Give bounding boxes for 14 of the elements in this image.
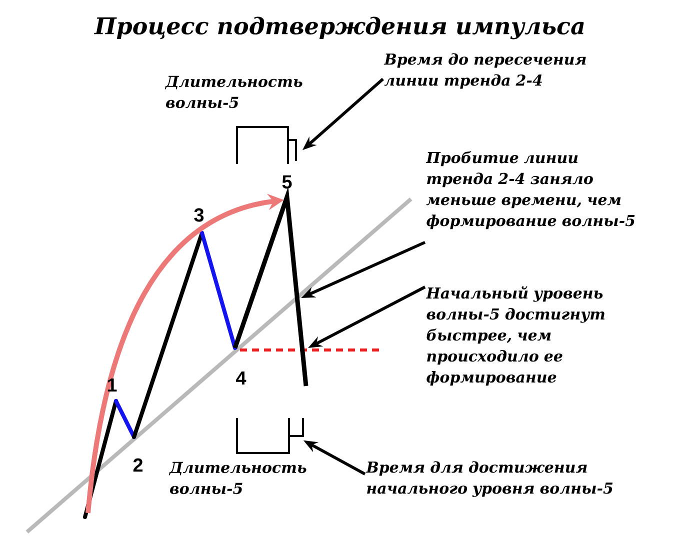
wave-number: 2 bbox=[133, 458, 143, 472]
callout-text: Пробитие линии тренда 2-4 заняло меньше времени, чем формирование волны-5 bbox=[426, 151, 635, 230]
time-bracket bbox=[288, 139, 297, 161]
wave-number: 1 bbox=[108, 378, 117, 392]
wave-number: 5 bbox=[282, 175, 292, 189]
time-bracket bbox=[289, 418, 304, 437]
duration-label: Длительность волны-5 bbox=[168, 462, 306, 494]
wave-number: 4 bbox=[236, 371, 246, 385]
duration-label: Длительность волны-5 bbox=[164, 76, 302, 108]
callout-text: Время до пересечения линии тренда 2-4 bbox=[384, 53, 586, 89]
callout-text: Начальный уровень волны-5 достигнут быстрее, чем происходило ее формирование bbox=[426, 286, 604, 386]
title: Процесс подтверждения импульса bbox=[94, 16, 584, 40]
wave-number: 3 bbox=[194, 208, 204, 222]
callout-text: Время для достижения начального уровня волны-5 bbox=[366, 461, 613, 497]
